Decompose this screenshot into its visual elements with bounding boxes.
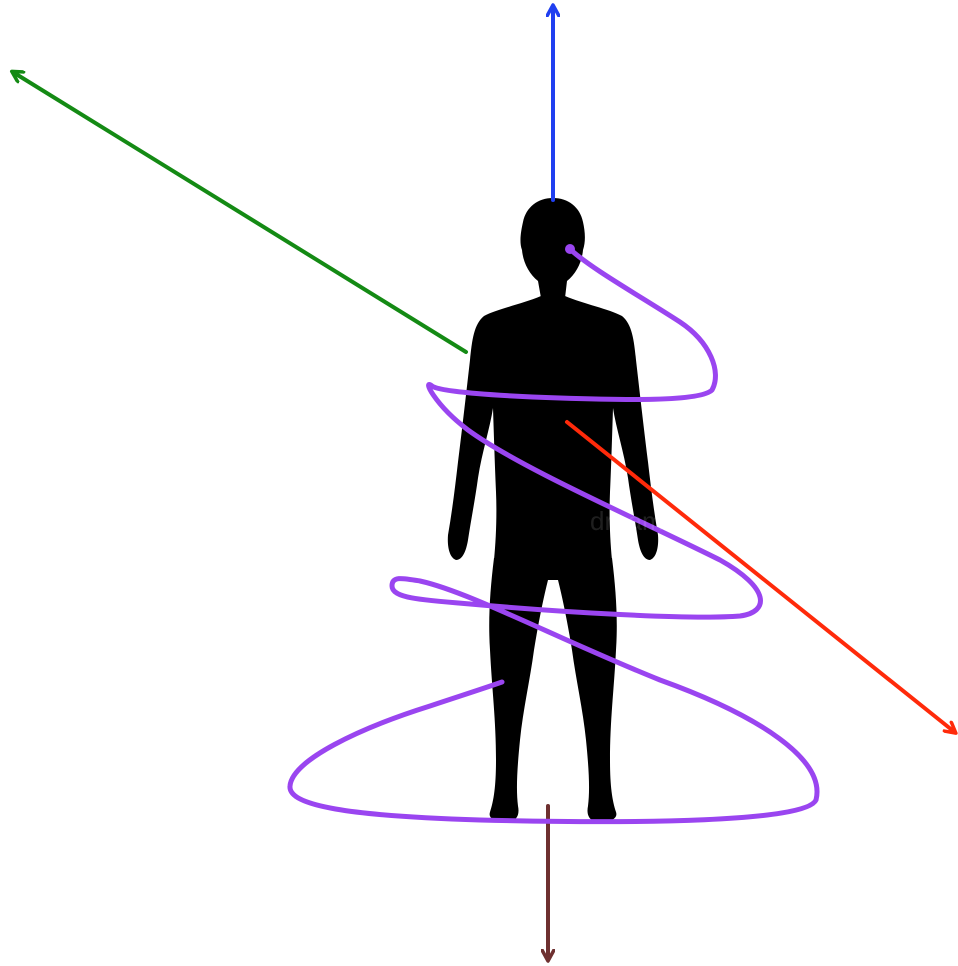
figure-legs [489,558,617,822]
watermark-text: dreams [590,506,677,536]
arrow-upper-left [16,74,468,354]
human-silhouette [447,198,659,822]
arrow-lower-right [565,420,952,730]
figure-head [520,198,585,298]
figure-torso [447,296,659,560]
purple-spiral [287,246,820,825]
spiral-start-dot [565,244,575,254]
